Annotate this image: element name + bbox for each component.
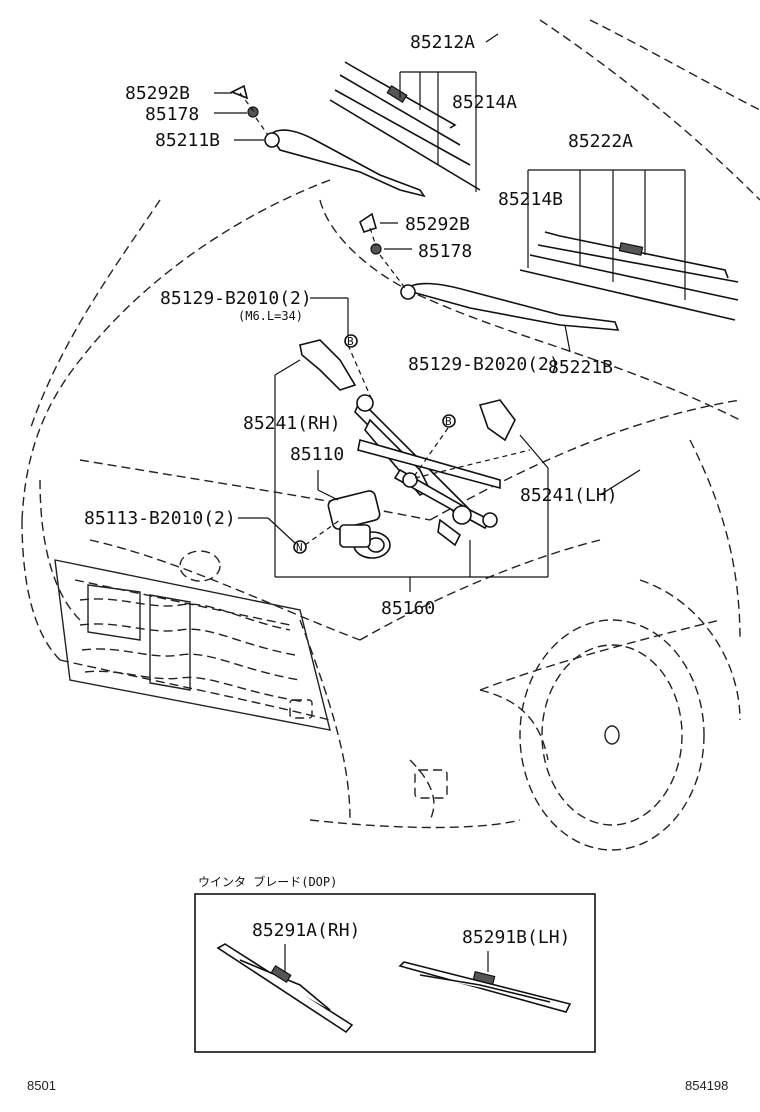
footer-left-code: 8501 [27, 1078, 56, 1093]
label-85129-note: (M6.L=34) [238, 309, 303, 323]
front-wheel [519, 619, 705, 851]
label-85212A: 85212A [410, 32, 475, 53]
part-labels: 85212A 85214A 85292B 85178 85211B 85222A… [84, 32, 633, 619]
nut-85178-mid [370, 243, 382, 255]
label-85292B-mid: 85292B [405, 214, 470, 235]
wiper-blade-85212A [329, 61, 481, 191]
marker-n: N [296, 541, 303, 554]
label-85214A: 85214A [452, 92, 517, 113]
label-85241-RH: 85241(RH) [243, 413, 341, 434]
label-85129-B2010: 85129-B2010(2) [160, 288, 312, 309]
label-85214B: 85214B [498, 189, 563, 210]
label-85110: 85110 [290, 444, 344, 465]
label-85129-B2020: 85129-B2020(2) [408, 354, 560, 375]
marker-b-1: B [347, 335, 354, 348]
inset-title: ウインタ ブレード(DOP) [198, 874, 337, 889]
car-body-outline [21, 19, 760, 829]
label-85291B-LH: 85291B(LH) [462, 927, 570, 948]
footer-right-code: 854198 [685, 1078, 728, 1093]
marker-b-2: B [445, 415, 452, 428]
label-85241-LH: 85241(LH) [520, 485, 618, 506]
label-85211B: 85211B [155, 130, 220, 151]
dashed-guides [239, 92, 531, 546]
winter-blade-inset: ウインタ ブレード(DOP) 85291A(RH) 85291B(LH) [194, 874, 596, 1053]
circled-markers: B B N [293, 334, 456, 554]
label-85113-B2010: 85113-B2010(2) [84, 508, 236, 529]
inset-frame [194, 893, 596, 1053]
leader-lines [214, 33, 686, 592]
label-85178-top: 85178 [145, 104, 199, 125]
nut-85178-top [247, 106, 259, 118]
wiper-motor-85110 [327, 490, 391, 559]
wiper-arm-85211B [264, 129, 426, 198]
label-85160: 85160 [381, 598, 435, 619]
label-85222A: 85222A [568, 131, 633, 152]
label-85178-mid: 85178 [418, 241, 472, 262]
label-85292B-top: 85292B [125, 83, 190, 104]
wiper-blade-85222A [519, 231, 739, 321]
label-85291A-RH: 85291A(RH) [252, 920, 360, 941]
front-grille [54, 550, 448, 799]
wiper-arm-85221B [400, 282, 620, 331]
label-85221B: 85221B [548, 357, 613, 378]
footer: 8501 854198 [27, 1078, 728, 1093]
cap-85292B-mid [359, 212, 377, 233]
wiper-link-assembly-85160 [299, 339, 516, 547]
cap-85292B-top [230, 84, 249, 100]
